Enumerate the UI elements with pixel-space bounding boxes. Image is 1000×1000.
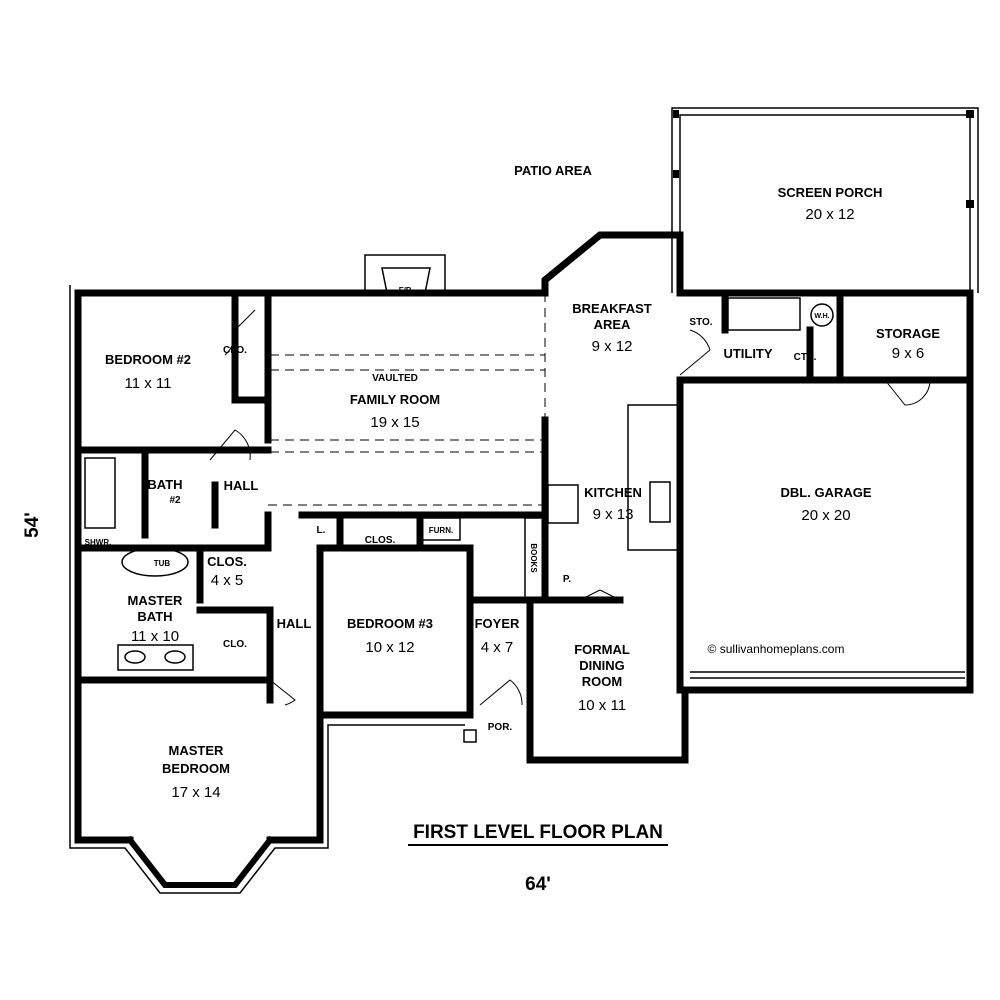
room-size-family: 19 x 15 [370,414,419,431]
room-label-sto: STO. [689,317,712,328]
room-label-screen-porch: SCREEN PORCH [778,185,883,200]
room-label-master-bedroom: MASTER [169,743,225,758]
room-label-master-bath: MASTER [128,593,184,608]
room-label-clos: CLOS. [365,535,396,546]
screen-porch-outline [671,107,979,293]
room-size-storage: 9 x 6 [892,345,925,362]
room-label-foyer: FOYER [475,616,520,631]
room-label-bath2-num: #2 [169,495,181,506]
room-label-cts: CTS. [794,352,817,363]
room-label-hall-2: HALL [277,616,312,631]
room-size-bedroom2: 11 x 11 [125,375,172,392]
room-label-breakfast: BREAKFAST [572,301,652,316]
room-label-clo-1: CLO. [223,345,247,356]
room-label-bedroom2: BEDROOM #2 [105,352,191,367]
room-size-foyer: 4 x 7 [481,639,514,656]
room-label-clos-45: CLOS. [207,554,247,569]
copyright: © sullivanhomeplans.com [708,642,845,656]
furnace-label: FURN. [429,526,453,535]
water-heater-label: W.H. [814,313,829,320]
tub-label: TUB [154,559,171,568]
vaulted-label: VAULTED [372,373,418,384]
room-label-utility: UTILITY [723,346,772,361]
room-size-kitchen: 9 x 13 [593,506,634,523]
room-size-master-bath: 11 x 10 [131,628,179,645]
room-label-bath2: BATH [147,477,182,492]
room-label-storage: STORAGE [876,326,940,341]
fixtures [84,254,965,743]
room-label-kitchen: KITCHEN [584,485,642,500]
room-label-master-bath-2: BATH [137,609,172,624]
room-label-pantry: P. [563,574,571,585]
room-size-clos-45: 4 x 5 [211,572,244,589]
room-label-dining-3: ROOM [582,674,622,689]
room-label-dining-2: DINING [579,658,625,673]
room-label-patio: PATIO AREA [514,163,592,178]
room-label-porch: POR. [488,722,513,733]
room-size-breakfast: 9 x 12 [592,338,633,355]
room-size-bedroom3: 10 x 12 [365,639,414,656]
room-size-screen-porch: 20 x 12 [805,206,854,223]
plan-title: FIRST LEVEL FLOOR PLAN [413,822,663,843]
room-label-dining: FORMAL [574,642,630,657]
room-label-clo-2: CLO. [223,639,247,650]
room-label-garage: DBL. GARAGE [781,485,872,500]
room-label-hall-1: HALL [224,478,259,493]
room-label-shower: SHWR. [85,538,112,547]
room-label-bedroom3: BEDROOM #3 [347,616,433,631]
room-size-dining: 10 x 11 [578,697,626,714]
fireplace-label: F/P [399,286,412,295]
room-label-master-bedroom-2: BEDROOM [162,761,230,776]
walls [69,231,974,894]
books-label: BOOKS [529,543,538,573]
room-label-linen: L. [317,525,326,536]
room-label-family: FAMILY ROOM [350,392,440,407]
room-size-master-bedroom: 17 x 14 [171,784,220,801]
width-dimension: 64' [525,874,551,895]
room-size-garage: 20 x 20 [801,507,850,524]
depth-dimension: 54' [22,512,43,538]
room-label-breakfast-2: AREA [594,317,631,332]
